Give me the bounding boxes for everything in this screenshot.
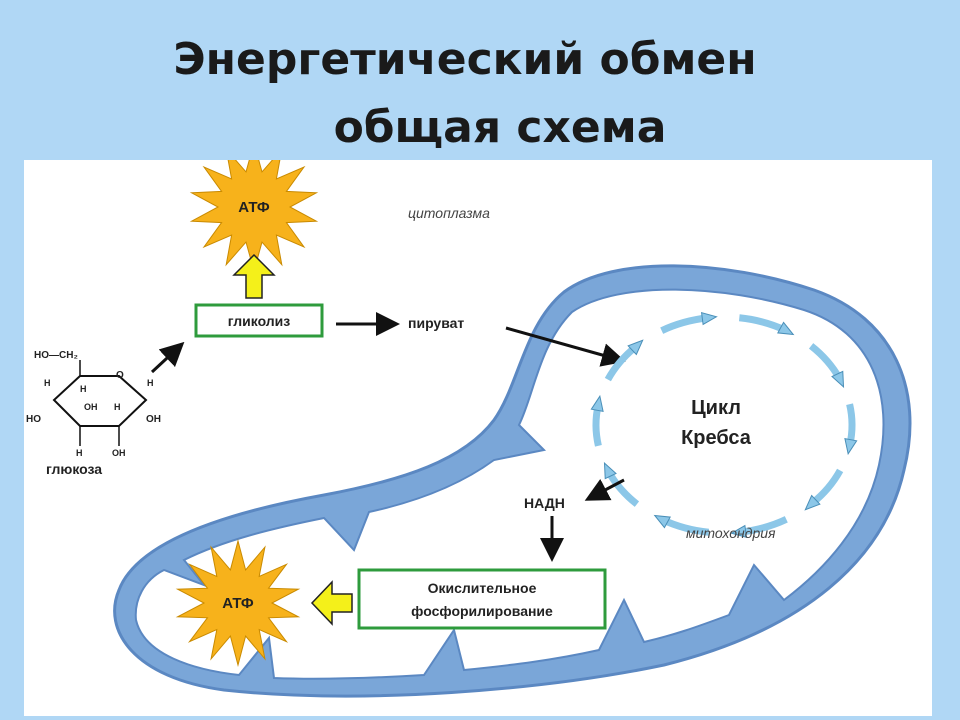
- krebs-arrowhead: [627, 339, 644, 356]
- glucose-h2: H: [80, 384, 87, 394]
- krebs-arrowhead: [804, 494, 821, 511]
- slide-title-line2: общая схема: [333, 102, 667, 153]
- glucose-o-label: O: [116, 370, 124, 381]
- glucose-ch2oh-label: HO—CH₂: [34, 350, 78, 361]
- arrow-pyruvate-to-krebs: [505, 326, 626, 367]
- diagram-panel: АТФ гликолиз пируват цитоплазма HO—CH₂ O…: [24, 160, 932, 716]
- krebs-arrowhead: [730, 524, 748, 539]
- krebs-arrowhead: [653, 514, 671, 529]
- glucose-oh2: OH: [146, 414, 161, 425]
- atp-bottom-label: АТФ: [222, 595, 254, 612]
- atp-star-bottom: [175, 539, 301, 667]
- glucose-h3: H: [147, 378, 154, 388]
- krebs-cycle-arrows: [590, 311, 858, 539]
- krebs-arrowhead: [603, 461, 617, 480]
- glucose-ho-label: HO: [26, 414, 41, 425]
- pyruvate-label: пируват: [408, 315, 464, 331]
- glucose-h4: H: [114, 402, 121, 412]
- krebs-label-line2: Кребса: [681, 427, 752, 449]
- krebs-label-line1: Цикл: [691, 397, 741, 419]
- oxphos-box: [357, 568, 607, 630]
- glycolysis-box: [194, 303, 324, 338]
- mitochondria-label: митохондрия: [686, 525, 776, 541]
- glucose-h5: H: [76, 448, 83, 458]
- krebs-arrow-segment: [846, 403, 856, 446]
- arrow-glucose-to-glycolysis: [150, 341, 185, 374]
- krebs-arrowhead: [831, 370, 845, 389]
- atp-top-label: АТФ: [238, 199, 270, 216]
- arrow-krebs-to-nadh: [584, 478, 625, 501]
- glucose-structure: HO—CH₂ O H H H HO OH H OH H OH: [26, 350, 161, 458]
- nadh-label: НАДН: [524, 495, 565, 511]
- krebs-arrowhead: [844, 437, 858, 456]
- krebs-arrowhead: [700, 311, 718, 326]
- slide-title-line1: Энергетический обмен: [173, 34, 757, 85]
- krebs-arrowhead: [777, 321, 795, 336]
- cytoplasm-label: цитоплазма: [408, 205, 490, 221]
- krebs-arrow-segment: [592, 404, 602, 447]
- glucose-oh1: OH: [84, 402, 98, 412]
- atp-yield-arrow-top: [232, 253, 276, 299]
- glucose-h1: H: [44, 378, 51, 388]
- oxphos-label-line1: Окислительное: [428, 580, 537, 596]
- glycolysis-label: гликолиз: [228, 313, 291, 329]
- energy-metabolism-diagram: АТФ гликолиз пируват цитоплазма HO—CH₂ O…: [26, 160, 912, 698]
- glucose-oh3: OH: [112, 448, 126, 458]
- glucose-label: глюкоза: [46, 461, 102, 477]
- mitochondrion-matrix: [134, 288, 885, 680]
- krebs-arrowhead: [590, 394, 604, 413]
- oxphos-label-line2: фосфорилирование: [411, 603, 553, 619]
- atp-yield-arrow-bottom: [310, 580, 353, 626]
